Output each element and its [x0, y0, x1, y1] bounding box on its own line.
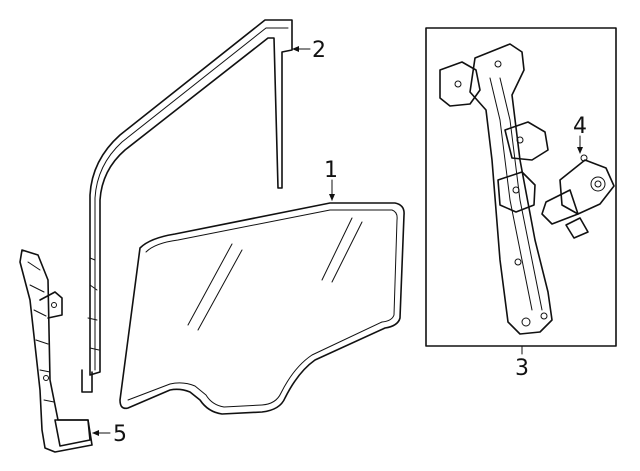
regulator-box	[425, 27, 617, 347]
window-glass-part	[119, 202, 405, 415]
callout-2: 2	[312, 38, 326, 63]
rear-guide-part	[19, 249, 93, 453]
callout-1: 1	[324, 158, 338, 183]
callout-3: 3	[515, 356, 529, 381]
motor-part	[541, 154, 615, 239]
callout-4: 4	[573, 114, 587, 139]
regulator-part	[439, 43, 553, 335]
leader-lines	[92, 46, 583, 436]
callout-5: 5	[113, 422, 127, 447]
run-channel-part	[81, 19, 293, 393]
